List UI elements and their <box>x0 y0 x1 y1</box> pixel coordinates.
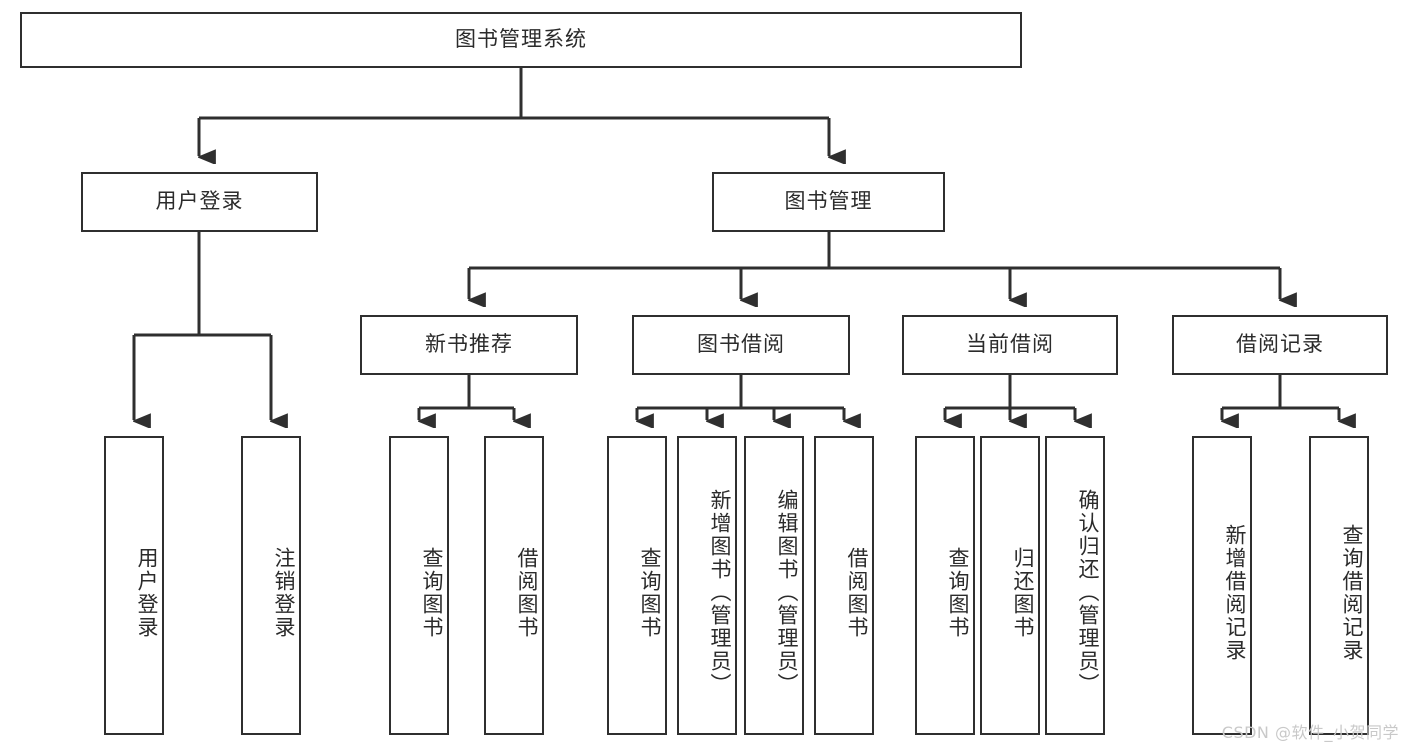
node-leaf-logout-login[interactable]: 注销登录 <box>241 436 301 735</box>
node-leaf-query-book-1[interactable]: 查询图书 <box>389 436 449 735</box>
node-new-book-recommend[interactable]: 新书推荐 <box>360 315 578 375</box>
node-leaf-query-record[interactable]: 查询借阅记录 <box>1309 436 1369 735</box>
node-borrow-record-label: 借阅记录 <box>1236 332 1324 357</box>
node-current-borrow[interactable]: 当前借阅 <box>902 315 1118 375</box>
node-leaf-query-book-3[interactable]: 查询图书 <box>915 436 975 735</box>
node-root-label: 图书管理系统 <box>455 27 587 52</box>
node-leaf-query-book-1-label: 查询图书 <box>420 546 444 639</box>
node-leaf-query-book-2[interactable]: 查询图书 <box>607 436 667 735</box>
node-leaf-query-record-label: 查询借阅记录 <box>1340 523 1364 662</box>
node-leaf-add-book[interactable]: 新增图书（管理员） <box>677 436 737 735</box>
node-book-manage-label: 图书管理 <box>784 189 873 214</box>
node-new-book-recommend-label: 新书推荐 <box>425 332 513 357</box>
node-book-borrow[interactable]: 图书借阅 <box>632 315 850 375</box>
node-borrow-record[interactable]: 借阅记录 <box>1172 315 1388 375</box>
node-leaf-borrow-book-2[interactable]: 借阅图书 <box>814 436 874 735</box>
node-book-borrow-label: 图书借阅 <box>697 332 785 357</box>
node-leaf-query-book-3-label: 查询图书 <box>946 546 970 639</box>
node-leaf-borrow-book-2-label: 借阅图书 <box>845 546 869 639</box>
node-current-borrow-label: 当前借阅 <box>966 332 1054 357</box>
node-leaf-return-book[interactable]: 归还图书 <box>980 436 1040 735</box>
node-leaf-borrow-book-1-label: 借阅图书 <box>515 546 539 639</box>
node-leaf-borrow-book-1[interactable]: 借阅图书 <box>484 436 544 735</box>
node-leaf-add-book-label: 新增图书（管理员） <box>708 489 732 696</box>
node-user-login[interactable]: 用户登录 <box>81 172 318 232</box>
node-leaf-user-login-label: 用户登录 <box>135 546 159 639</box>
node-leaf-user-login[interactable]: 用户登录 <box>104 436 164 735</box>
node-leaf-add-record[interactable]: 新增借阅记录 <box>1192 436 1252 735</box>
node-leaf-confirm-return-label: 确认归还（管理员） <box>1076 489 1100 696</box>
node-book-manage[interactable]: 图书管理 <box>712 172 945 232</box>
node-leaf-confirm-return[interactable]: 确认归还（管理员） <box>1045 436 1105 735</box>
node-leaf-edit-book-label: 编辑图书（管理员） <box>775 489 799 696</box>
watermark: CSDN @软件_小贺同学 <box>1221 723 1399 742</box>
node-leaf-return-book-label: 归还图书 <box>1011 546 1035 639</box>
node-user-login-label: 用户登录 <box>155 189 244 214</box>
node-leaf-edit-book[interactable]: 编辑图书（管理员） <box>744 436 804 735</box>
node-leaf-logout-login-label: 注销登录 <box>272 546 296 639</box>
node-leaf-add-record-label: 新增借阅记录 <box>1223 523 1247 662</box>
node-leaf-query-book-2-label: 查询图书 <box>638 546 662 639</box>
node-root[interactable]: 图书管理系统 <box>20 12 1022 68</box>
